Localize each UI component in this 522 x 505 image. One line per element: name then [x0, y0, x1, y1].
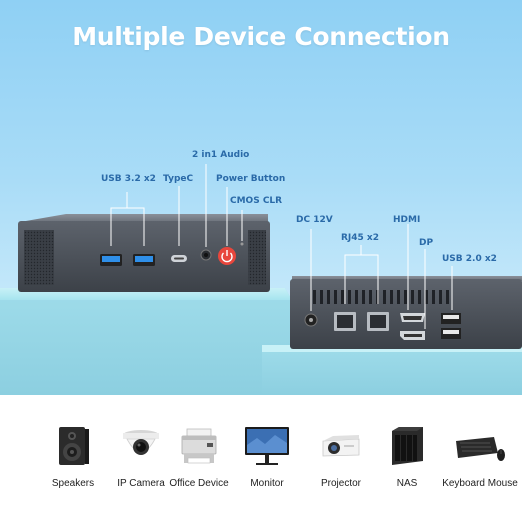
device-projector: Projector [316, 395, 366, 505]
device-ip-camera: IP Camera [112, 395, 170, 505]
label-audio: 2 in1 Audio [192, 150, 250, 160]
label-power: Power Button [216, 174, 286, 184]
label-hdmi: HDMI [393, 215, 421, 225]
projector-icon [322, 435, 360, 457]
device-name-office: Office Device [169, 478, 229, 489]
device-name-monitor: Monitor [250, 478, 284, 489]
label-dp: DP [419, 238, 434, 248]
device-speakers: Speakers [46, 395, 100, 505]
right-pedestal [262, 345, 522, 395]
device-keyboard-mouse: Keyboard Mouse [442, 395, 518, 505]
label-usb32: USB 3.2 x2 [101, 174, 156, 184]
mini-pc-illustration [0, 164, 522, 395]
speaker-icon [59, 427, 89, 465]
label-typec: TypeC [163, 174, 194, 184]
hero-scene: Multiple Device Connection [0, 0, 522, 395]
keyboard-mouse-icon [456, 437, 505, 461]
ip-camera-icon [123, 430, 159, 455]
printer-icon [181, 428, 217, 464]
label-cmos: CMOS CLR [230, 196, 283, 206]
nas-icon [392, 427, 423, 465]
monitor-icon [245, 427, 289, 465]
label-dc: DC 12V [296, 215, 333, 225]
left-pedestal [0, 288, 292, 395]
page-title: Multiple Device Connection [72, 22, 450, 51]
rear-mini-pc [290, 224, 522, 349]
label-rj45: RJ45 x2 [341, 233, 380, 243]
device-name-ip-camera: IP Camera [117, 478, 165, 489]
device-name-speakers: Speakers [51, 478, 95, 489]
front-mini-pc [18, 164, 270, 292]
device-strip: Speakers IP Camera Off [0, 395, 522, 505]
device-name-nas: NAS [396, 478, 418, 489]
label-usb20: USB 2.0 x2 [442, 254, 497, 264]
device-office: Office Device [169, 395, 229, 505]
device-name-keyboard-mouse: Keyboard Mouse [442, 478, 518, 489]
device-nas: NAS [384, 395, 430, 505]
device-monitor: Monitor [242, 395, 292, 505]
device-name-projector: Projector [320, 478, 361, 489]
